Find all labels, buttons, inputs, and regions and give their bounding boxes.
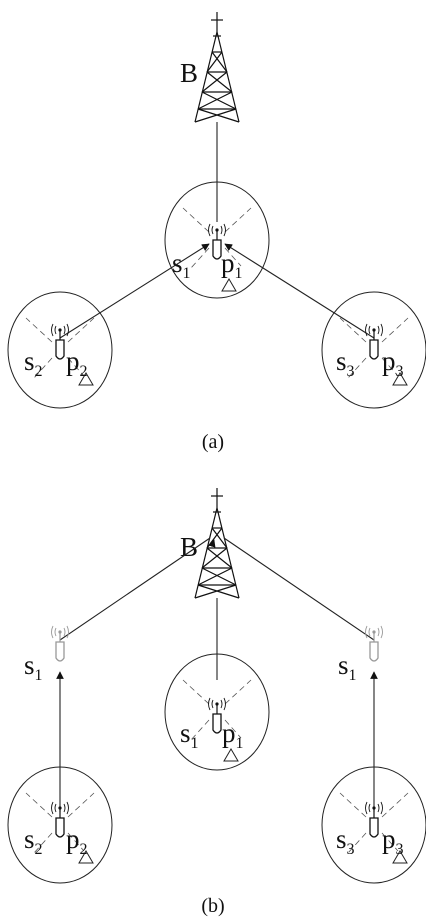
relay-left-s-label: s1 (24, 650, 43, 684)
relay-left: s1 (24, 625, 70, 684)
link-s2-to-s1 (59, 243, 210, 339)
cell-2-b-s-label: s2 (24, 824, 43, 858)
cell-1-p-label: p1 (221, 248, 243, 282)
cell-3-p-label: p3 (382, 346, 404, 380)
cell-2-b: s2 p2 (7, 766, 113, 884)
tower-icon (194, 11, 240, 123)
panel-b: B s1 s1 s1 p1 (7, 487, 426, 917)
antenna-icon (50, 625, 70, 662)
link-relay-left-to-b (59, 537, 211, 641)
cell-3-s-label: s3 (336, 346, 355, 380)
cell-1: s1 p1 (164, 181, 270, 299)
antenna-icon (364, 323, 384, 360)
caption-a: (a) (202, 431, 224, 453)
antenna-icon (364, 625, 384, 662)
cell-3: s3 p3 (321, 291, 426, 409)
arrow-into-b (208, 539, 216, 548)
cell-3-b-s-label: s3 (336, 824, 355, 858)
cell-2: s2 p2 (7, 291, 113, 409)
base-station-label: B (180, 532, 198, 562)
tower-icon (194, 487, 240, 599)
cell-1-s-label: s1 (172, 248, 191, 282)
cell-3-b: s3 p3 (321, 766, 426, 884)
cell-1-b-p-label: p1 (222, 718, 244, 752)
relay-right-s-label: s1 (338, 650, 357, 684)
link-relay-right-to-b (223, 537, 375, 641)
link-s3-to-s1 (224, 243, 375, 339)
cell-1-b: s1 p1 (164, 653, 270, 771)
antenna-icon (364, 801, 384, 838)
cell-2-s-label: s2 (24, 346, 43, 380)
base-station-label: B (180, 58, 198, 88)
cell-2-p-label: p2 (66, 346, 88, 380)
cell-1-b-s-label: s1 (180, 718, 199, 752)
panel-a: B s1 p1 s2 p2 s3 p3 ( (7, 11, 426, 453)
cell-2-b-p-label: p2 (66, 824, 88, 858)
relay-right: s1 (338, 625, 384, 684)
caption-b: (b) (201, 895, 224, 917)
cell-3-b-p-label: p3 (382, 824, 404, 858)
